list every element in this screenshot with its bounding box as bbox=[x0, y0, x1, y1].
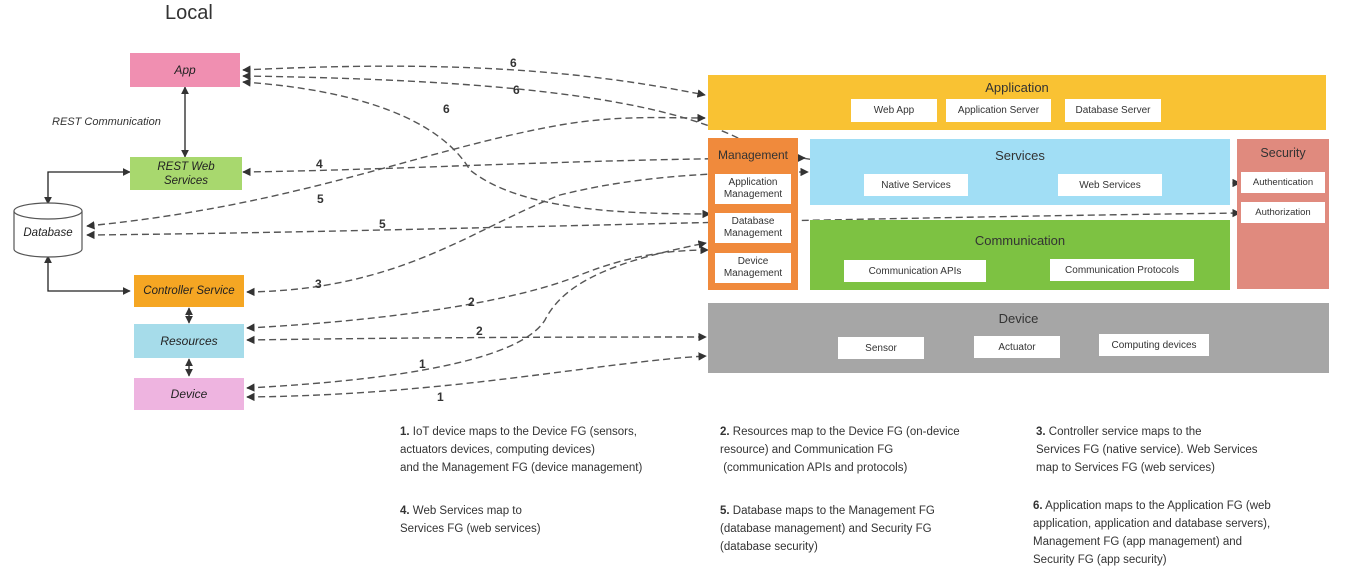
arrow-number-6c: 6 bbox=[443, 102, 450, 116]
device-management-item: Device Management bbox=[712, 250, 794, 286]
dashed-device-layer bbox=[246, 352, 707, 402]
web-app-item: Web App bbox=[851, 99, 937, 122]
arrow-number-4: 4 bbox=[316, 157, 323, 171]
device-layer: Device Sensor Actuator Computing devices bbox=[708, 303, 1329, 373]
dashed-device-mgmt bbox=[246, 240, 707, 392]
arrow-number-1a: 1 bbox=[419, 357, 426, 371]
communication-title: Communication bbox=[974, 233, 1066, 248]
arrow-number-1b: 1 bbox=[437, 390, 444, 404]
dev-mgmt-line1: Device bbox=[737, 256, 769, 267]
application-layer: Application Web App Application Server D… bbox=[708, 75, 1326, 130]
note-4-num: 4. bbox=[400, 505, 410, 517]
note-2-num: 2. bbox=[720, 426, 730, 438]
resources-box: Resources bbox=[134, 324, 244, 358]
note-1-line2: actuators devices, computing devices) bbox=[400, 444, 595, 456]
app-mgmt-line1: Application bbox=[728, 177, 778, 188]
native-services-item: Native Services bbox=[864, 174, 968, 196]
note-3-num: 3. bbox=[1036, 426, 1046, 438]
solid-db-rest-line bbox=[44, 168, 131, 205]
note-3-line1: Controller service maps to the bbox=[1048, 426, 1202, 438]
application-management-item: Application Management bbox=[712, 171, 794, 207]
note-5-line1: Database maps to the Management FG bbox=[732, 505, 935, 517]
note-3-line2: Services FG (native service). Web Servic… bbox=[1036, 444, 1258, 456]
actuator-item: Actuator bbox=[974, 336, 1060, 358]
note-6-line2: application, application and database se… bbox=[1033, 518, 1271, 530]
computing-devices-item: Computing devices bbox=[1099, 334, 1209, 356]
note-3: 3. Controller service maps to the Servic… bbox=[1036, 423, 1258, 477]
sensor-item: Sensor bbox=[838, 337, 924, 359]
device-layer-title: Device bbox=[998, 311, 1039, 326]
device-box: Device bbox=[134, 378, 244, 410]
security-title: Security bbox=[1260, 146, 1306, 160]
arrow-number-3: 3 bbox=[315, 277, 322, 291]
note-1-num: 1. bbox=[400, 426, 410, 438]
note-1-line1: IoT device maps to the Device FG (sensor… bbox=[412, 426, 637, 438]
note-6-line4: Security FG (app security) bbox=[1033, 554, 1167, 566]
communication-protocols-item: Communication Protocols bbox=[1050, 259, 1194, 281]
db-mgmt-line1: Database bbox=[731, 216, 775, 227]
authentication-item: Authentication bbox=[1241, 172, 1325, 193]
note-3-line3: map to Services FG (web services) bbox=[1036, 462, 1215, 474]
note-6: 6. Application maps to the Application F… bbox=[1033, 497, 1271, 569]
db-mgmt-line2: Management bbox=[723, 228, 783, 239]
note-5-line2: (database management) and Security FG bbox=[720, 523, 932, 535]
arrow-number-2a: 2 bbox=[468, 295, 475, 309]
arrow-number-2b: 2 bbox=[476, 324, 483, 338]
management-layer: Management Application Management Databa… bbox=[708, 138, 798, 290]
note-6-line1: Application maps to the Application FG (… bbox=[1045, 500, 1271, 512]
dashed-db-application bbox=[86, 113, 706, 230]
dashed-app-db-mgmt bbox=[242, 78, 711, 219]
controller-service-box: Controller Service bbox=[134, 275, 244, 307]
management-title: Management bbox=[717, 148, 789, 162]
arrow-number-5a: 5 bbox=[317, 192, 324, 206]
application-title: Application bbox=[985, 80, 1049, 95]
rest-ws-line2: Services bbox=[163, 174, 209, 187]
page-heading: Local bbox=[165, 2, 213, 24]
communication-apis-item: Communication APIs bbox=[844, 260, 986, 282]
app-mgmt-line2: Management bbox=[723, 189, 783, 200]
authorization-item: Authorization bbox=[1241, 202, 1325, 223]
note-2: 2. Resources map to the Device FG (on-de… bbox=[720, 423, 960, 477]
security-layer: Security Authentication Authorization bbox=[1237, 139, 1329, 289]
solid-db-controller-line bbox=[44, 255, 131, 295]
dev-mgmt-line2: Management bbox=[723, 268, 783, 279]
note-5: 5. Database maps to the Management FG (d… bbox=[720, 502, 935, 556]
note-4: 4. Web Services map to Services FG (web … bbox=[400, 502, 541, 538]
note-1: 1. IoT device maps to the Device FG (sen… bbox=[400, 423, 642, 477]
database-management-item: Database Management bbox=[712, 210, 794, 246]
arrow-number-5b: 5 bbox=[379, 217, 386, 231]
note-6-line3: Management FG (app management) and bbox=[1033, 536, 1243, 548]
note-2-line3: (communication APIs and protocols) bbox=[720, 462, 908, 474]
arrow-number-6b: 6 bbox=[513, 83, 520, 97]
note-1-line3: and the Management FG (device management… bbox=[400, 462, 643, 474]
rest-communication-label: REST Communication bbox=[52, 116, 161, 128]
web-services-item: Web Services bbox=[1058, 174, 1162, 196]
app-box: App bbox=[130, 53, 240, 87]
note-5-line3: (database security) bbox=[720, 541, 818, 553]
services-title: Services bbox=[995, 148, 1045, 163]
application-server-item: Application Server bbox=[946, 99, 1051, 122]
database-server-item: Database Server bbox=[1065, 99, 1161, 122]
dashed-db-authorization bbox=[86, 208, 1241, 240]
note-6-num: 6. bbox=[1033, 500, 1043, 512]
communication-layer: Communication Communication APIs Communi… bbox=[810, 220, 1230, 290]
note-2-line2: resource) and Communication FG bbox=[720, 444, 894, 456]
note-5-num: 5. bbox=[720, 505, 730, 517]
note-2-line1: Resources map to the Device FG (on-devic… bbox=[732, 426, 960, 438]
note-4-line1: Web Services map to bbox=[412, 505, 522, 517]
rest-web-services-box: REST Web Services bbox=[130, 157, 242, 190]
rest-ws-line1: REST Web bbox=[157, 160, 215, 173]
arrow-number-6a: 6 bbox=[510, 56, 517, 70]
services-layer: Services Native Services Web Services bbox=[810, 139, 1230, 205]
database-label: Database bbox=[23, 227, 73, 239]
note-4-line2: Services FG (web services) bbox=[400, 523, 541, 535]
